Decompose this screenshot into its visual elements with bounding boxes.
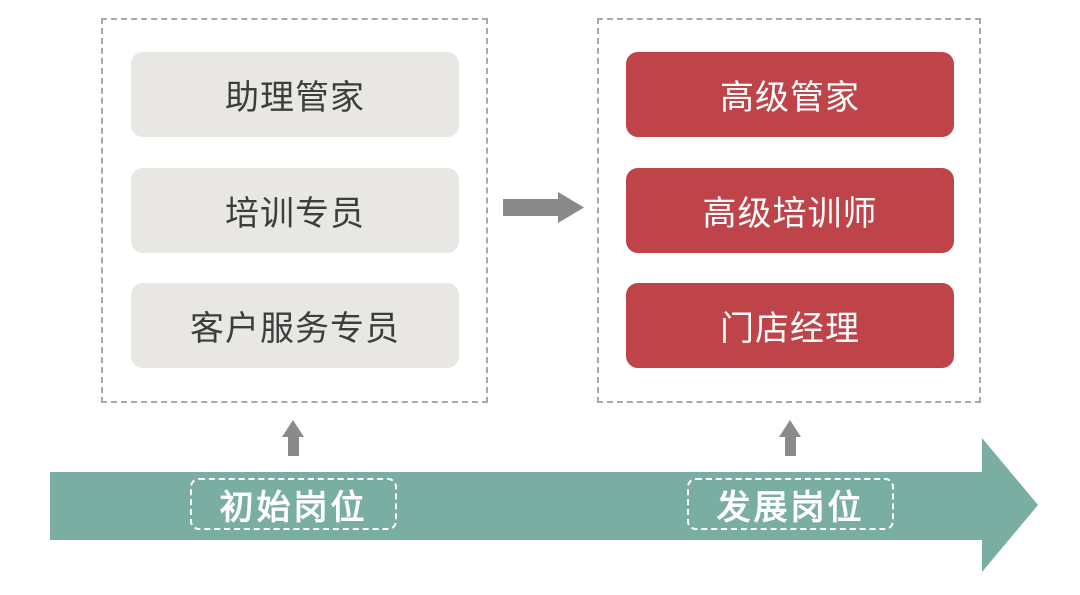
position-card: 助理管家 [131,52,459,137]
position-card: 门店经理 [626,283,954,368]
position-card: 高级培训师 [626,168,954,253]
arrow-up-icon [779,420,801,456]
start-stage-label: 初始岗位 [190,478,397,530]
initial-positions-group: 助理管家 培训专员 客户服务专员 [101,18,488,403]
arrow-up-icon [282,420,304,456]
timeline-arrow [50,438,1038,572]
arrow-right-icon [503,192,584,223]
end-stage-label: 发展岗位 [687,478,894,530]
position-card: 高级管家 [626,52,954,137]
position-card: 客户服务专员 [131,283,459,368]
position-card: 培训专员 [131,168,459,253]
development-positions-group: 高级管家 高级培训师 门店经理 [597,18,981,403]
